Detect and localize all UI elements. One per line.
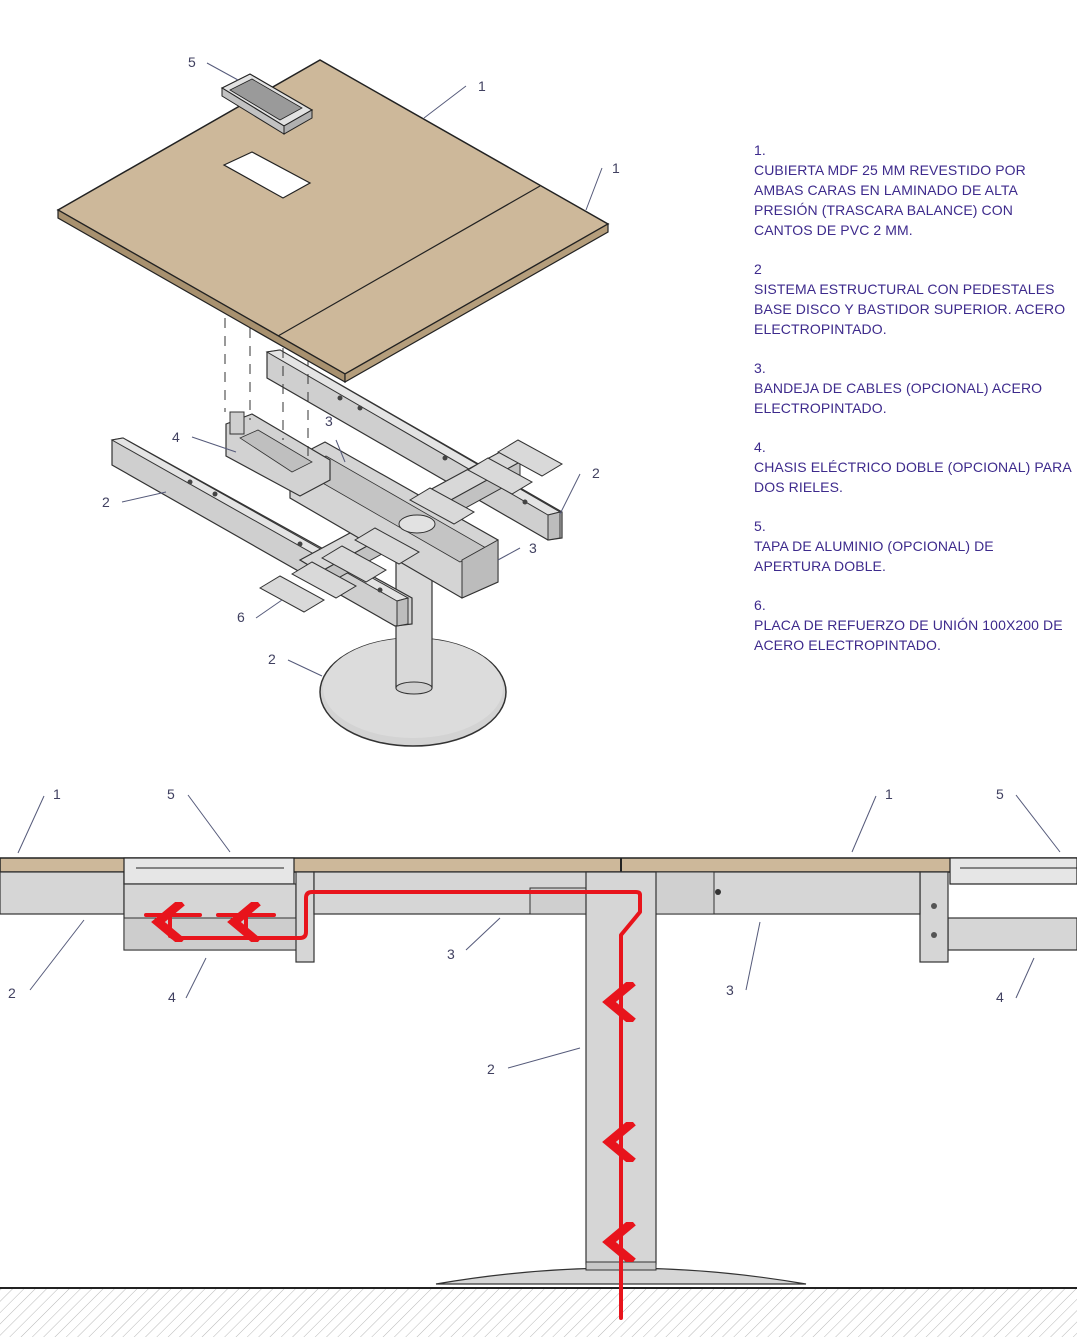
callout-tabletop-right: 1: [612, 160, 620, 176]
legend-description: CUBIERTA MDF 25 MM REVESTIDO POR AMBAS C…: [754, 162, 1026, 238]
callout-column: 2: [487, 1061, 495, 1077]
aluminium-lid-iso: [220, 73, 314, 135]
callout-lid: 5: [188, 54, 196, 70]
legend-number: 5.: [754, 518, 766, 534]
reinforcement-plates: [258, 439, 564, 613]
legend-number: 6.: [754, 597, 766, 613]
callout-top-right: 1: [885, 786, 893, 802]
section-view: 1 5 1 5 2 4 3 2 3 4: [0, 786, 1077, 1337]
callout-chassis: 4: [172, 429, 180, 445]
legend-item-4: 4. CHASIS ELÉCTRICO DOBLE (OPCIONAL) PAR…: [754, 437, 1072, 497]
callout-chassis-right: 4: [996, 989, 1004, 1005]
callout-chassis-left: 4: [168, 989, 176, 1005]
chassis-iso: [225, 411, 331, 497]
legend-number: 1.: [754, 142, 766, 158]
callout-plate: 6: [237, 609, 245, 625]
legend-description: TAPA DE ALUMINIO (OPCIONAL) DE APERTURA …: [754, 538, 994, 574]
tabletop-iso: [56, 59, 610, 384]
legend-description: PLACA DE REFUERZO DE UNIÓN 100X200 DE AC…: [754, 617, 1063, 653]
legend-number: 3.: [754, 360, 766, 376]
floor-hatch: [0, 1288, 1077, 1337]
callout-frame-left: 2: [102, 494, 110, 510]
callout-pedestal: 2: [268, 651, 276, 667]
legend-item-3: 3. BANDEJA DE CABLES (OPCIONAL) ACERO EL…: [754, 358, 1072, 418]
legend-number: 2: [754, 261, 762, 277]
legend-number: 4.: [754, 439, 766, 455]
iso-callouts: 5 1 1 4 3 2 2 3 6 2: [102, 54, 620, 677]
legend-item-6: 6. PLACA DE REFUERZO DE UNIÓN 100X200 DE…: [754, 595, 1072, 655]
legend-description: CHASIS ELÉCTRICO DOBLE (OPCIONAL) PARA D…: [754, 459, 1072, 495]
legend-item-5: 5. TAPA DE ALUMINIO (OPCIONAL) DE APERTU…: [754, 516, 1072, 576]
callout-tabletop: 1: [478, 78, 486, 94]
legend-item-1: 1. CUBIERTA MDF 25 MM REVESTIDO POR AMBA…: [754, 140, 1072, 240]
parts-legend: 1. CUBIERTA MDF 25 MM REVESTIDO POR AMBA…: [754, 140, 1072, 674]
callout-tray-right: 3: [726, 982, 734, 998]
callout-lid-left: 5: [167, 786, 175, 802]
cable-tray-iso: [289, 441, 499, 599]
legend-item-2: 2 SISTEMA ESTRUCTURAL CON PEDESTALES BAS…: [754, 259, 1072, 339]
section-callouts: 1 5 1 5 2 4 3 2 3 4: [8, 786, 1061, 1077]
callout-top-left: 1: [53, 786, 61, 802]
cable-route: [144, 890, 642, 1320]
callout-lid-right: 5: [996, 786, 1004, 802]
chassis-right: [919, 871, 949, 963]
callout-cable-tray: 3: [325, 413, 333, 429]
beam-right: [947, 917, 1077, 951]
lid-left: [123, 857, 295, 885]
beam-left: [0, 871, 125, 915]
legend-description: BANDEJA DE CABLES (OPCIONAL) ACERO ELECT…: [754, 380, 1043, 416]
exploded-view: 5 1 1 4 3 2 2 3 6 2: [56, 54, 620, 747]
callout-beam-left: 2: [8, 985, 16, 1001]
callout-frame-right: 2: [592, 465, 600, 481]
lid-right: [949, 857, 1077, 885]
legend-description: SISTEMA ESTRUCTURAL CON PEDESTALES BASE …: [754, 281, 1066, 337]
callout-tray-left: 3: [447, 946, 455, 962]
callout-cable-tray-lower: 3: [529, 540, 537, 556]
